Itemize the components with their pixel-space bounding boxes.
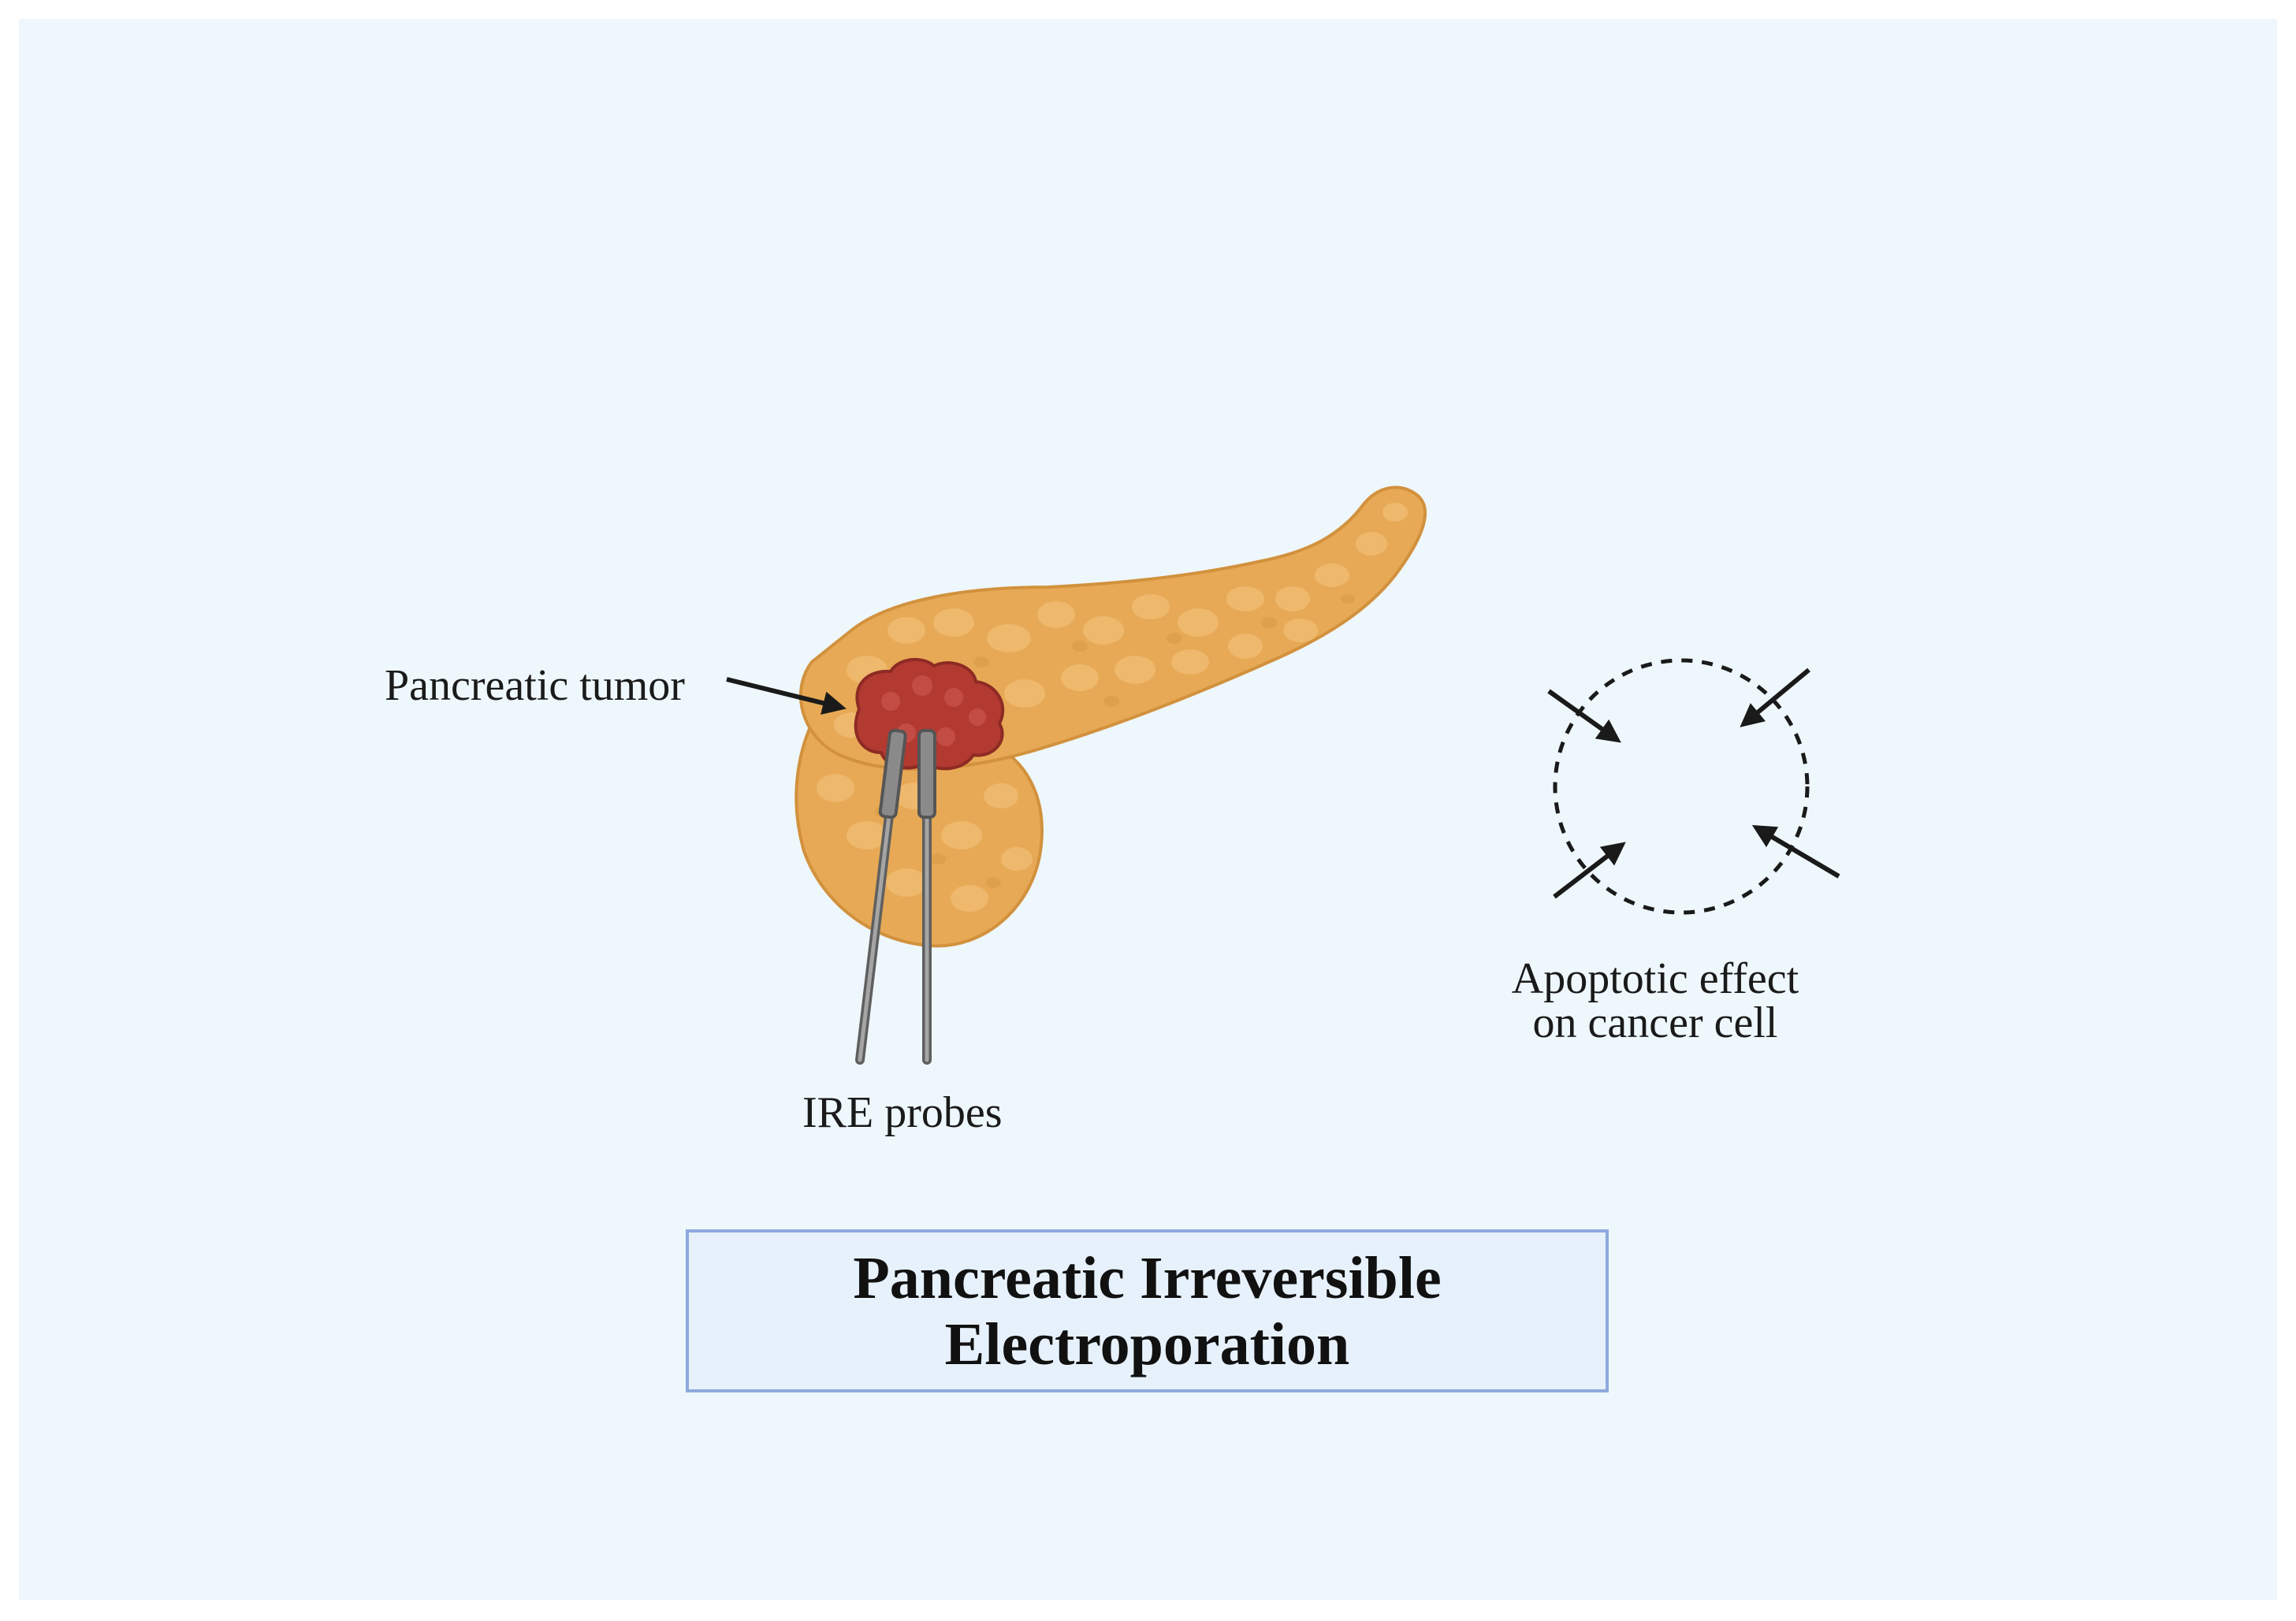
arrow-icon: [1553, 842, 1626, 899]
apoptotic-effect-line-2: on cancer cell: [1532, 998, 1778, 1047]
probe-icon: [855, 728, 936, 1065]
title-box: Pancreatic Irreversible Electroporation: [686, 1229, 1609, 1392]
ire-probes-label: IRE probes: [802, 1088, 1003, 1137]
pancreatic-tumor-label: Pancreatic tumor: [385, 661, 685, 710]
arrow-icon: [1740, 667, 1810, 727]
apoptotic-effect-label: Apoptotic effect on cancer cell: [1466, 957, 1844, 1045]
title-line-2: Electroporation: [944, 1311, 1350, 1377]
arrow-icon: [1547, 689, 1621, 743]
arrow-icon: [1751, 824, 1840, 879]
inward-arrows: [1547, 667, 1840, 899]
title-line-1: Pancreatic Irreversible: [853, 1244, 1442, 1311]
apoptotic-effect-line-1: Apoptotic effect: [1511, 954, 1799, 1003]
tumor-pointer-arrow-icon: [726, 677, 847, 715]
cell-membrane-icon: [1553, 658, 1810, 915]
